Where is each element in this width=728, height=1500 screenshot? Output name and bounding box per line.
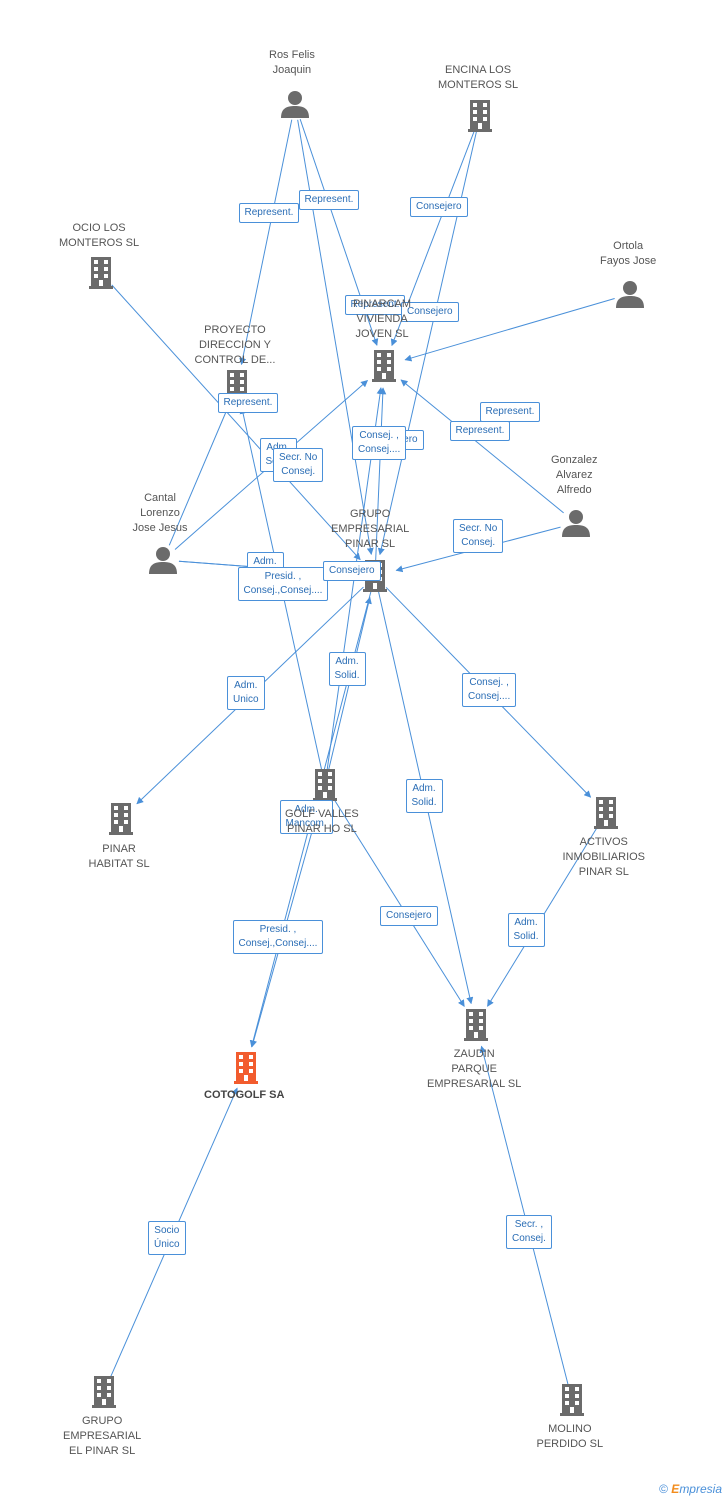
edge-label[interactable]: Consej. , Consej.... (462, 673, 517, 707)
node-label-encina[interactable]: ENCINA LOS MONTEROS SL (438, 64, 519, 91)
edge-ros_felis-to-proyecto (239, 119, 293, 366)
node-label-molino[interactable]: MOLINO PERDIDO SL (536, 1423, 604, 1450)
person-icon[interactable] (562, 510, 590, 537)
edge-label[interactable]: Represent. (449, 421, 511, 441)
edge-label[interactable]: Socio Único (148, 1221, 186, 1255)
node-label-activos[interactable]: ACTIVOS INMOBILIARIOS PINAR SL (562, 836, 646, 878)
node-label-ocio[interactable]: OCIO LOS MONTEROS SL (59, 222, 140, 249)
edge-label[interactable]: Adm. Solid. (507, 913, 545, 947)
brand-logo-text: mpresia (679, 1482, 722, 1496)
edge-label[interactable]: Represent. (217, 393, 279, 413)
node-label-proyecto[interactable]: PROYECTO DIRECCION Y CONTROL DE... (194, 324, 276, 366)
edge-label[interactable]: Presid. , Consej.,Consej.... (237, 567, 329, 601)
building-icon[interactable] (594, 797, 618, 829)
edge-ocio-to-grupo_pinar (111, 284, 361, 561)
edge-label[interactable]: Consejero (323, 561, 381, 581)
edge-label[interactable]: Secr. , Consej. (506, 1215, 552, 1249)
building-icon[interactable] (89, 257, 113, 289)
building-icon[interactable] (464, 1009, 488, 1041)
building-icon[interactable] (313, 769, 337, 801)
edge-label[interactable]: Adm. Unico (227, 676, 265, 710)
edge-label[interactable]: Adm. Mancom. (279, 800, 333, 834)
edge-label[interactable]: Consejero (380, 906, 438, 926)
building-icon[interactable] (560, 1384, 584, 1416)
person-icon[interactable] (149, 547, 177, 574)
edge-label[interactable]: Represent. (298, 190, 360, 210)
footer-brand: © Empresia (659, 1482, 722, 1496)
node-label-ortola[interactable]: Ortola Fayos Jose (600, 240, 657, 267)
edge-label[interactable]: Adm. Solid. (405, 779, 443, 813)
edge-label[interactable]: Represent. (479, 402, 541, 422)
copyright-symbol: © (659, 1482, 668, 1496)
node-label-golf-valles[interactable]: GOLF VALLES PINAR HO SL (285, 808, 359, 835)
building-icon[interactable] (468, 100, 492, 132)
building-icon[interactable] (92, 1376, 116, 1408)
node-label-gonzalez[interactable]: Gonzalez Alvarez Alfredo (551, 454, 598, 496)
edge-cantal-to-proyecto (168, 405, 230, 546)
edge-label[interactable]: Secr. No Consej. (453, 519, 504, 553)
node-label-pinar-habitat[interactable]: PINAR HABITAT SL (88, 843, 150, 870)
edge-label[interactable]: Represent. (238, 203, 300, 223)
edge-label[interactable]: Consejero (401, 302, 459, 322)
edge-label[interactable]: Presid. , Consej.,Consej.... (232, 920, 324, 954)
node-label-pinarcam[interactable]: PINARCAM VIVIENDA JOVEN SL (353, 298, 412, 340)
brand-logo-initial: E (671, 1482, 680, 1496)
node-label-cotogolf[interactable]: COTOGOLF SA (204, 1089, 285, 1101)
edge-gonzalez-to-pinarcam (400, 379, 564, 514)
node-label-grupo-el-pinar[interactable]: GRUPO EMPRESARIAL EL PINAR SL (63, 1415, 142, 1457)
person-icon[interactable] (281, 91, 309, 118)
node-label-cantal[interactable]: Cantal Lorenzo Jose Jesus (132, 492, 188, 534)
node-label-grupo-pinar[interactable]: GRUPO EMPRESARIAL PINAR SL (331, 508, 410, 550)
edge-label[interactable]: Consejero (410, 197, 468, 217)
building-icon[interactable] (372, 350, 396, 382)
edge-grupo_pinar-to-pinarcam (375, 387, 387, 561)
edge-ortola-to-pinarcam (404, 298, 615, 362)
edge-label[interactable]: Consej. , Consej.... (352, 426, 407, 460)
person-icon[interactable] (616, 281, 644, 308)
node-label-ros-felis[interactable]: Ros Felis Joaquin (269, 49, 315, 76)
edge-label[interactable]: Secr. No Consej. (273, 448, 324, 482)
building-icon[interactable] (109, 803, 133, 835)
edge-label[interactable]: Adm. Solid. (328, 652, 366, 686)
edge-golf_valles-to-zaudin (333, 798, 465, 1007)
node-label-zaudin[interactable]: ZAUDIN PARQUE EMPRESARIAL SL (427, 1048, 522, 1090)
building-icon[interactable] (234, 1052, 258, 1084)
